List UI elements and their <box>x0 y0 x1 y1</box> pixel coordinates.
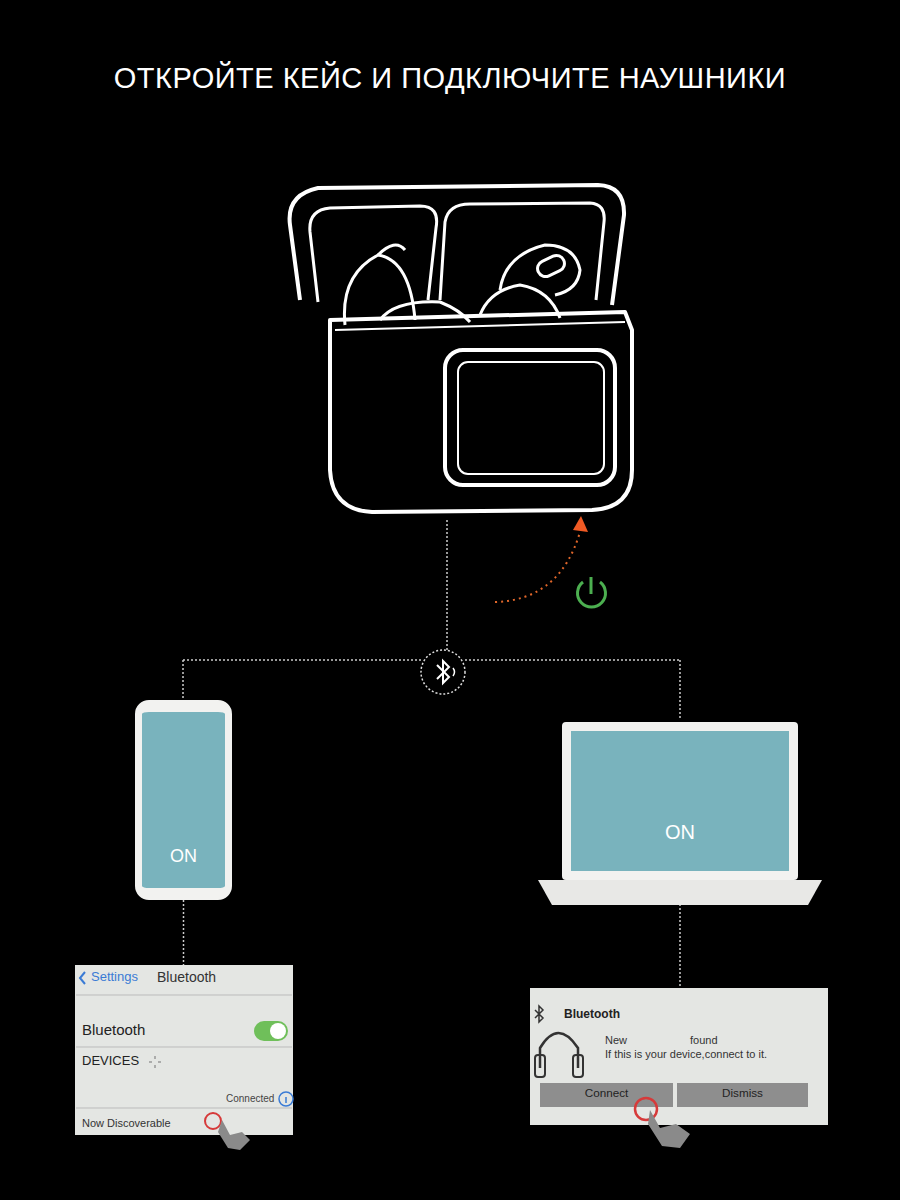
connect-button: Connect <box>540 1083 673 1107</box>
label-text: Bluetooth <box>82 1022 145 1039</box>
phone: ON <box>135 700 232 900</box>
label-text: Bluetooth <box>157 970 216 985</box>
label-text: found <box>690 1034 718 1046</box>
label-text: Bluetooth <box>564 1008 620 1021</box>
label-text: Settings <box>91 970 138 984</box>
laptop-screen: ON <box>562 722 798 880</box>
title: ОТКРОЙТЕ КЕЙС И ПОДКЛЮЧИТЕ НАУШНИКИ <box>0 62 900 95</box>
connector <box>183 900 185 965</box>
label-text: ON <box>142 847 225 867</box>
settings-panel: SettingsBluetoothBluetoothDEVICESConnect… <box>75 965 293 1135</box>
label-text: DEVICES <box>82 1054 139 1068</box>
label-text: Connected <box>226 1093 274 1104</box>
label-text: Dismiss <box>677 1087 808 1100</box>
label-text: New <box>605 1034 627 1046</box>
label-text: ON <box>571 821 789 843</box>
bluetooth-popup: BluetoothNew found If this is your device,… <box>530 988 828 1125</box>
earbuds-case <box>290 185 632 512</box>
label-text: If this is your device,connect to it. <box>605 1048 767 1060</box>
label-text: Connect <box>540 1087 673 1100</box>
dismiss-button: Dismiss <box>677 1083 808 1107</box>
label-text: Now Discoverable <box>82 1117 171 1129</box>
